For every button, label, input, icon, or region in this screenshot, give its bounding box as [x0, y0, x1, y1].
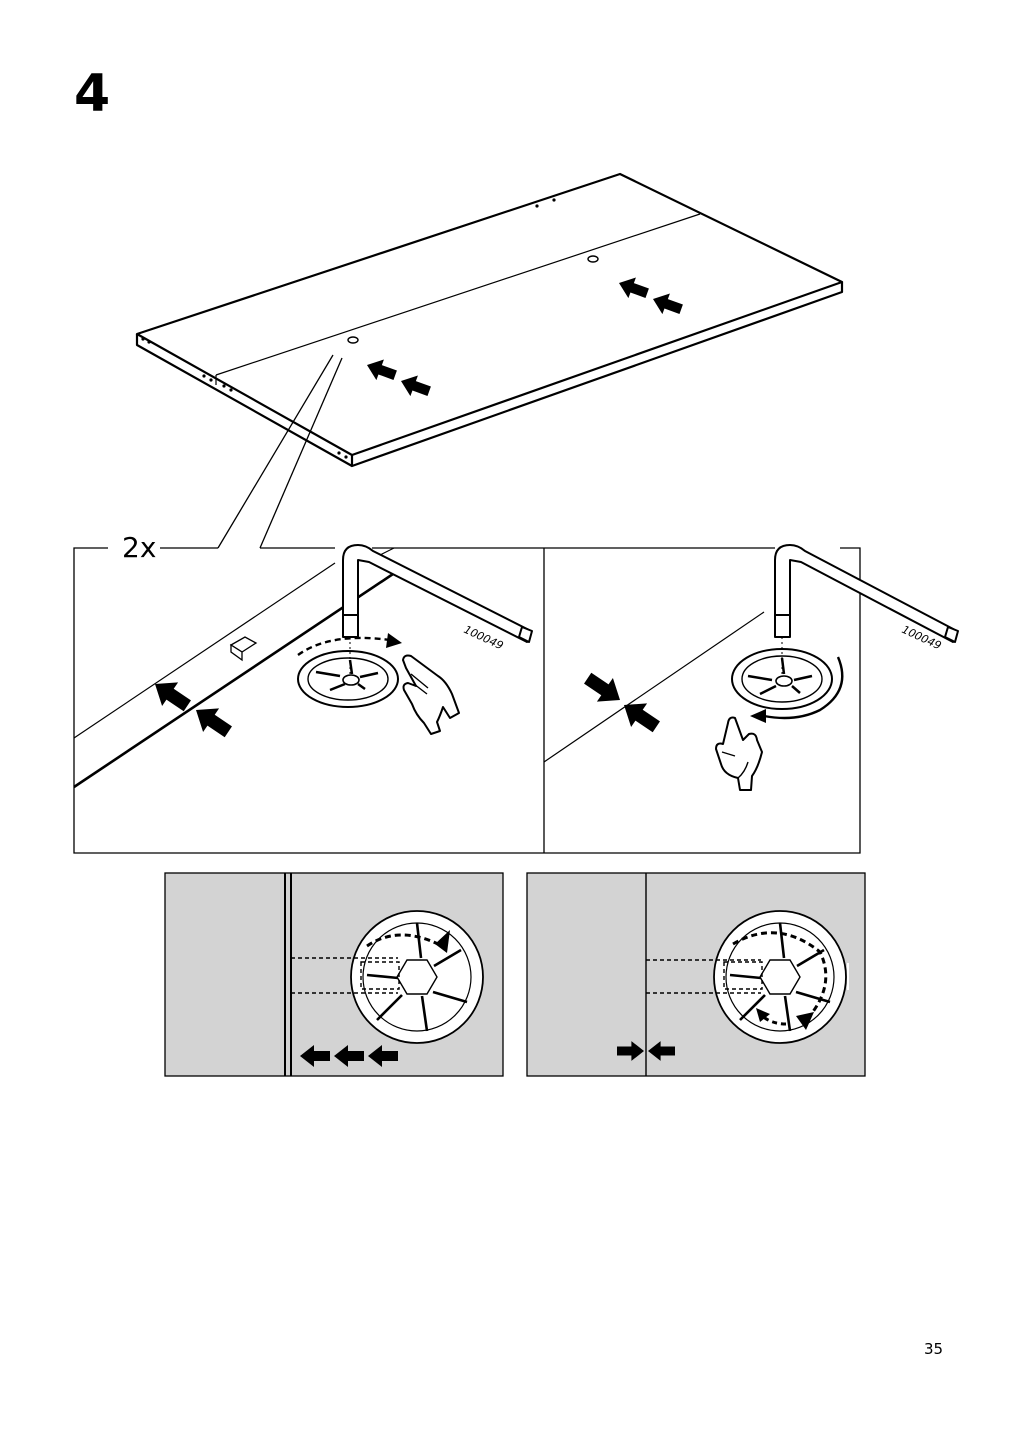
tabletop-icon [135, 172, 844, 468]
left-detail [73, 544, 533, 789]
callout-lines [217, 354, 343, 549]
bottom-panel-locked [526, 872, 866, 1077]
hand-pointer-icon [715, 716, 763, 791]
quantity-label: 2x [118, 532, 161, 564]
join-arrows [579, 666, 665, 739]
bottom-panel-unlocked [164, 872, 504, 1077]
cam-lock-disc-icon [713, 910, 847, 1044]
rotate-arrow-icon [297, 633, 402, 656]
cam-lock-disc-icon [350, 910, 484, 1044]
cam-lock-icon [297, 637, 399, 708]
allen-key-icon [342, 544, 533, 643]
step-number: 4 [74, 64, 111, 124]
page-number: 35 [924, 1340, 944, 1358]
cam-lock-icon [731, 637, 833, 710]
allen-key-icon [774, 544, 959, 643]
detail-frame [73, 547, 861, 854]
lock-arrow-icon [732, 931, 828, 1030]
lock-arrow-icon [366, 930, 450, 953]
rotate-arrow-icon [750, 656, 844, 723]
dowel-icon [229, 636, 258, 662]
hand-pointer-icon [402, 654, 460, 735]
right-detail [543, 544, 959, 791]
